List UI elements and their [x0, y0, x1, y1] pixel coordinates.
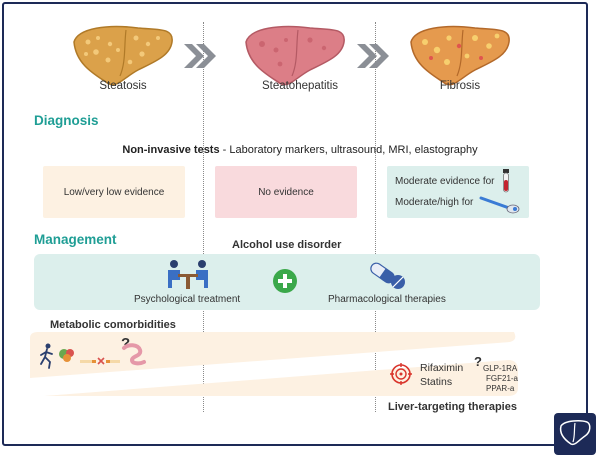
evidence-none-text: No evidence [258, 186, 314, 198]
stage-steatohepatitis-label: Steatohepatitis [261, 80, 339, 92]
management-title: Management [34, 232, 117, 247]
evidence-moderate-high-text: Moderate/high for [395, 197, 474, 208]
no-icon [97, 357, 105, 365]
journal-logo-icon [554, 413, 596, 455]
arrow-right-icon [184, 44, 216, 68]
liver-fibrosis-icon [410, 25, 510, 86]
unknown-question-mark: ? [121, 335, 131, 352]
target-icon [390, 363, 412, 385]
non-invasive-tests-line: Non-invasive tests - Laboratory markers,… [0, 144, 600, 156]
evidence-box-steatohepatitis: No evidence [215, 166, 357, 218]
divider-2 [375, 22, 376, 412]
fgf21a-label: FGF21-a [486, 374, 519, 383]
psychological-treatment-icon [168, 260, 208, 289]
statins-label: Statins [420, 376, 453, 388]
liver-steatosis-icon [73, 25, 173, 86]
lifestyle-icons [40, 343, 120, 369]
running-person-icon [40, 343, 53, 369]
arrow-right-icon [357, 44, 389, 68]
cigarette-icon [106, 360, 120, 363]
non-invasive-tests-label: Non-invasive tests [122, 144, 220, 156]
liver-steatohepatitis-icon [245, 25, 345, 86]
metabolic-comorbidities-label: Metabolic comorbidities [50, 319, 176, 331]
liver-targeting-therapies-label: Liver-targeting therapies [388, 401, 517, 413]
evidence-box-fibrosis: Moderate evidence for Moderate/high for [387, 166, 529, 218]
gut-microbiome-icon [122, 343, 146, 366]
pharmacological-therapies-label: Pharmacological therapies [328, 294, 446, 305]
pill-capsule-icon [370, 262, 405, 289]
diagnosis-title: Diagnosis [34, 113, 99, 128]
cigarette-icon [80, 360, 96, 363]
alcohol-use-disorder-label: Alcohol use disorder [232, 239, 342, 251]
stage-fibrosis-label: Fibrosis [439, 80, 481, 92]
evidence-box-steatosis: Low/very low evidence [43, 166, 185, 218]
rifaximin-label: Rifaximin [420, 362, 464, 374]
evidence-low-text: Low/very low evidence [63, 186, 165, 198]
elastography-probe-icon [479, 196, 520, 214]
psychological-treatment-label: Psychological treatment [134, 294, 241, 305]
evidence-moderate-text: Moderate evidence for [395, 176, 495, 187]
food-icon [59, 349, 74, 362]
ppara-label: PPAR-a [486, 384, 515, 393]
emerging-question-mark: ? [474, 354, 482, 369]
stage-steatosis-label: Steatosis [99, 80, 147, 92]
glp1ra-label: GLP-1RA [483, 364, 518, 373]
divider-1 [203, 22, 204, 412]
blood-tube-icon [503, 169, 509, 193]
non-invasive-tests-list: - Laboratory markers, ultrasound, MRI, e… [219, 144, 478, 156]
plus-icon [273, 269, 297, 293]
